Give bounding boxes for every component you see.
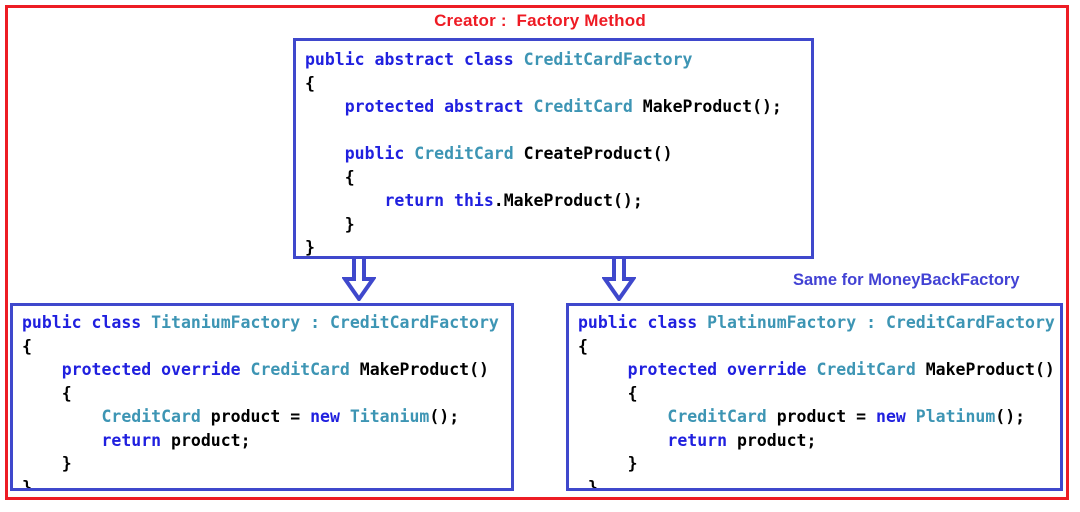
code-block-creditcardfactory: public abstract class CreditCardFactory … xyxy=(305,50,782,257)
down-arrow-icon-titanium xyxy=(341,255,377,303)
diagram-outer-frame xyxy=(5,5,1069,500)
code-box-creditcardfactory: public abstract class CreditCardFactory … xyxy=(293,38,814,259)
down-arrow-icon-platinum xyxy=(601,255,637,303)
page-title: Creator : Factory Method xyxy=(434,11,646,30)
code-block-titaniumfactory: public class TitaniumFactory : CreditCar… xyxy=(22,313,499,491)
note-same-for-moneybackfactory: Same for MoneyBackFactory xyxy=(793,271,1020,289)
code-box-platinumfactory: public class PlatinumFactory : CreditCar… xyxy=(566,303,1063,491)
code-box-titaniumfactory: public class TitaniumFactory : CreditCar… xyxy=(10,303,514,491)
code-block-platinumfactory: public class PlatinumFactory : CreditCar… xyxy=(578,313,1055,491)
